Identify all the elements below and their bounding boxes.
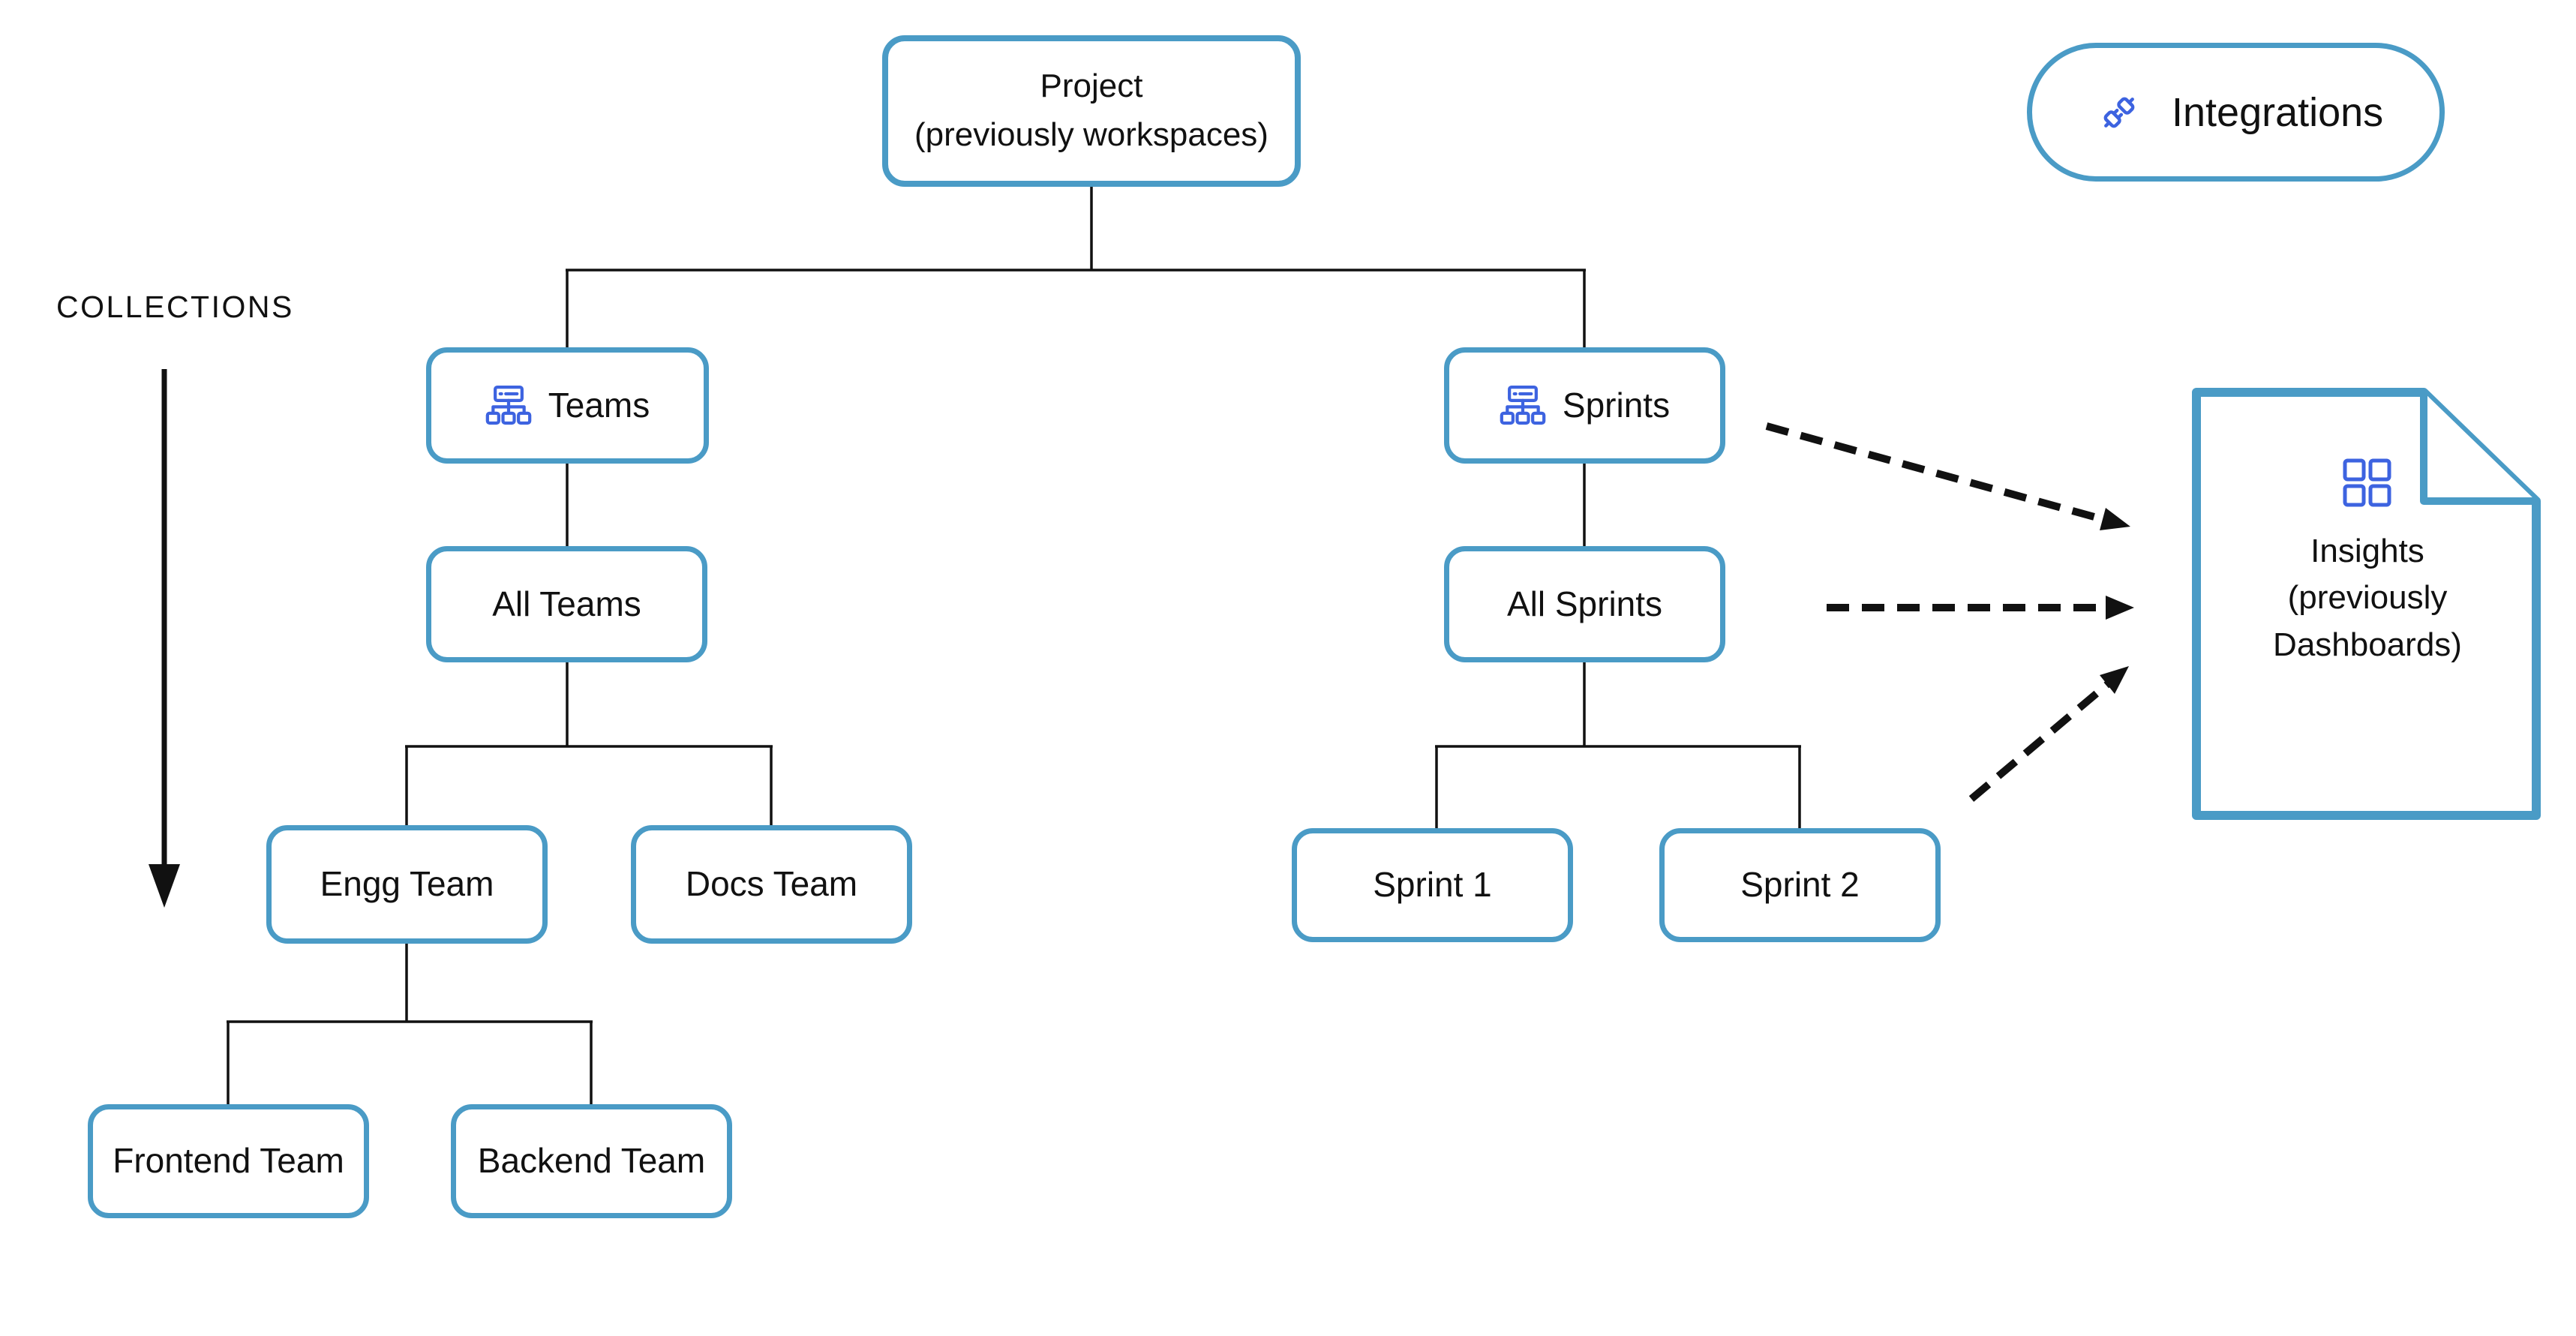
node-sprint-2: Sprint 2 [1659, 828, 1941, 942]
node-sprint-1: Sprint 1 [1292, 828, 1573, 942]
node-teams-label: Teams [548, 385, 650, 425]
org-chart-icon [485, 385, 532, 425]
folded-corner [2420, 392, 2536, 505]
integrations-chip: Integrations [2027, 43, 2445, 182]
dashed-arrow-sprints-to-insights [1765, 422, 2130, 530]
node-backend-team: Backend Team [451, 1104, 732, 1218]
node-all-teams-label: All Teams [492, 584, 641, 623]
dashboard-grid-icon [2343, 458, 2391, 507]
node-project-label: Project [1040, 68, 1143, 105]
node-all-teams: All Teams [426, 546, 707, 662]
node-backend-team-label: Backend Team [477, 1141, 706, 1181]
insights-label: Insights [2310, 533, 2424, 569]
node-all-sprints-label: All Sprints [1506, 584, 1663, 623]
insights-label-group: Insights (previously Dashboards) [2202, 528, 2532, 668]
plug-icon [2103, 97, 2135, 128]
node-sprint-2-label: Sprint 2 [1740, 865, 1860, 905]
node-docs-team: Docs Team [631, 825, 912, 944]
insights-sublabel: (previously Dashboards) [2273, 579, 2462, 663]
node-engg-team: Engg Team [266, 825, 548, 944]
collections-label: COLLECTIONS [56, 290, 294, 324]
node-project-sublabel: (previously workspaces) [914, 116, 1268, 153]
node-teams: Teams [426, 347, 709, 464]
node-engg-team-label: Engg Team [320, 864, 494, 904]
insights-document-shape [2192, 388, 2541, 820]
node-sprints: Sprints [1444, 347, 1725, 464]
node-frontend-team: Frontend Team [88, 1104, 369, 1218]
node-frontend-team-label: Frontend Team [113, 1141, 344, 1181]
node-docs-team-label: Docs Team [685, 864, 858, 904]
collections-arrow [149, 369, 180, 908]
integrations-label: Integrations [2172, 89, 2384, 135]
node-sprint-1-label: Sprint 1 [1373, 865, 1492, 905]
org-chart-icon [1500, 385, 1546, 425]
node-project: Project (previously workspaces) [882, 35, 1301, 187]
dashed-arrow-allsprints-to-insights [1827, 596, 2134, 620]
node-all-sprints: All Sprints [1444, 546, 1725, 662]
dashed-arrow-sprint2-to-insights [1968, 666, 2129, 802]
node-sprints-label: Sprints [1562, 385, 1671, 425]
